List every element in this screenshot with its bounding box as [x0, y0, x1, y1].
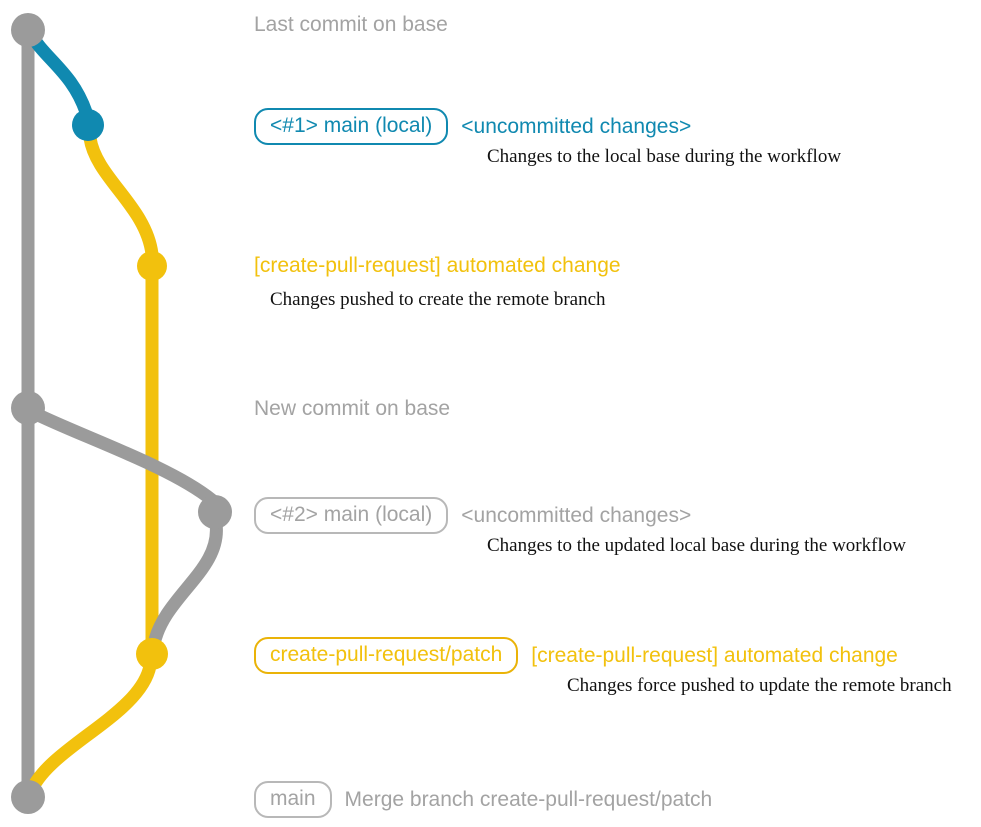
headline-automated-change-1: [create-pull-request] automated change: [254, 254, 621, 277]
entry-merge-commit: main Merge branch create-pull-request/pa…: [254, 781, 712, 818]
entry-automated-change-2: create-pull-request/patch [create-pull-r…: [254, 637, 898, 674]
commit-node-base-merge[interactable]: [11, 780, 45, 814]
ref-pill-main[interactable]: main: [254, 781, 332, 818]
commit-subject-merge: Merge branch create-pull-request/patch: [344, 787, 713, 811]
note-local-changes-1: Changes to the local base during the wor…: [487, 146, 842, 167]
commit-subject-uncommitted-2: <uncommitted changes>: [461, 503, 692, 527]
headline-new-commit-on-base: New commit on base: [254, 397, 451, 420]
commit-node-local-2[interactable]: [198, 495, 232, 529]
ref-pill-create-pull-request-patch[interactable]: create-pull-request/patch: [254, 637, 519, 674]
entry-local-uncommitted-2: <#2> main (local) <uncommitted changes>: [254, 497, 691, 534]
ref-pill-main-local-2[interactable]: <#2> main (local): [254, 497, 449, 534]
note-pushed-create-branch: Changes pushed to create the remote bran…: [270, 289, 606, 310]
commit-node-patch-2[interactable]: [136, 638, 168, 670]
edge-base-to-local1: [23, 26, 93, 119]
commit-subject-uncommitted-1: <uncommitted changes>: [461, 114, 692, 138]
commit-subject-automated-change-2: [create-pull-request] automated change: [531, 643, 898, 667]
note-local-changes-2: Changes to the updated local base during…: [487, 535, 906, 556]
headline-last-commit-on-base: Last commit on base: [254, 13, 448, 36]
commit-node-local-1[interactable]: [72, 109, 104, 141]
commit-node-base-new[interactable]: [11, 391, 45, 425]
edge-basenew-to-local2: [25, 405, 219, 507]
note-force-pushed-update-branch: Changes force pushed to update the remot…: [567, 675, 952, 696]
commit-node-patch-1[interactable]: [137, 251, 167, 281]
edge-patch2-to-merge: [23, 659, 157, 801]
commit-node-base-last[interactable]: [11, 13, 45, 47]
ref-pill-main-local-1[interactable]: <#1> main (local): [254, 108, 449, 145]
edge-local2-to-patch2: [147, 517, 223, 651]
entry-local-uncommitted-1: <#1> main (local) <uncommitted changes>: [254, 108, 691, 145]
edge-local1-to-patch1: [83, 131, 159, 261]
